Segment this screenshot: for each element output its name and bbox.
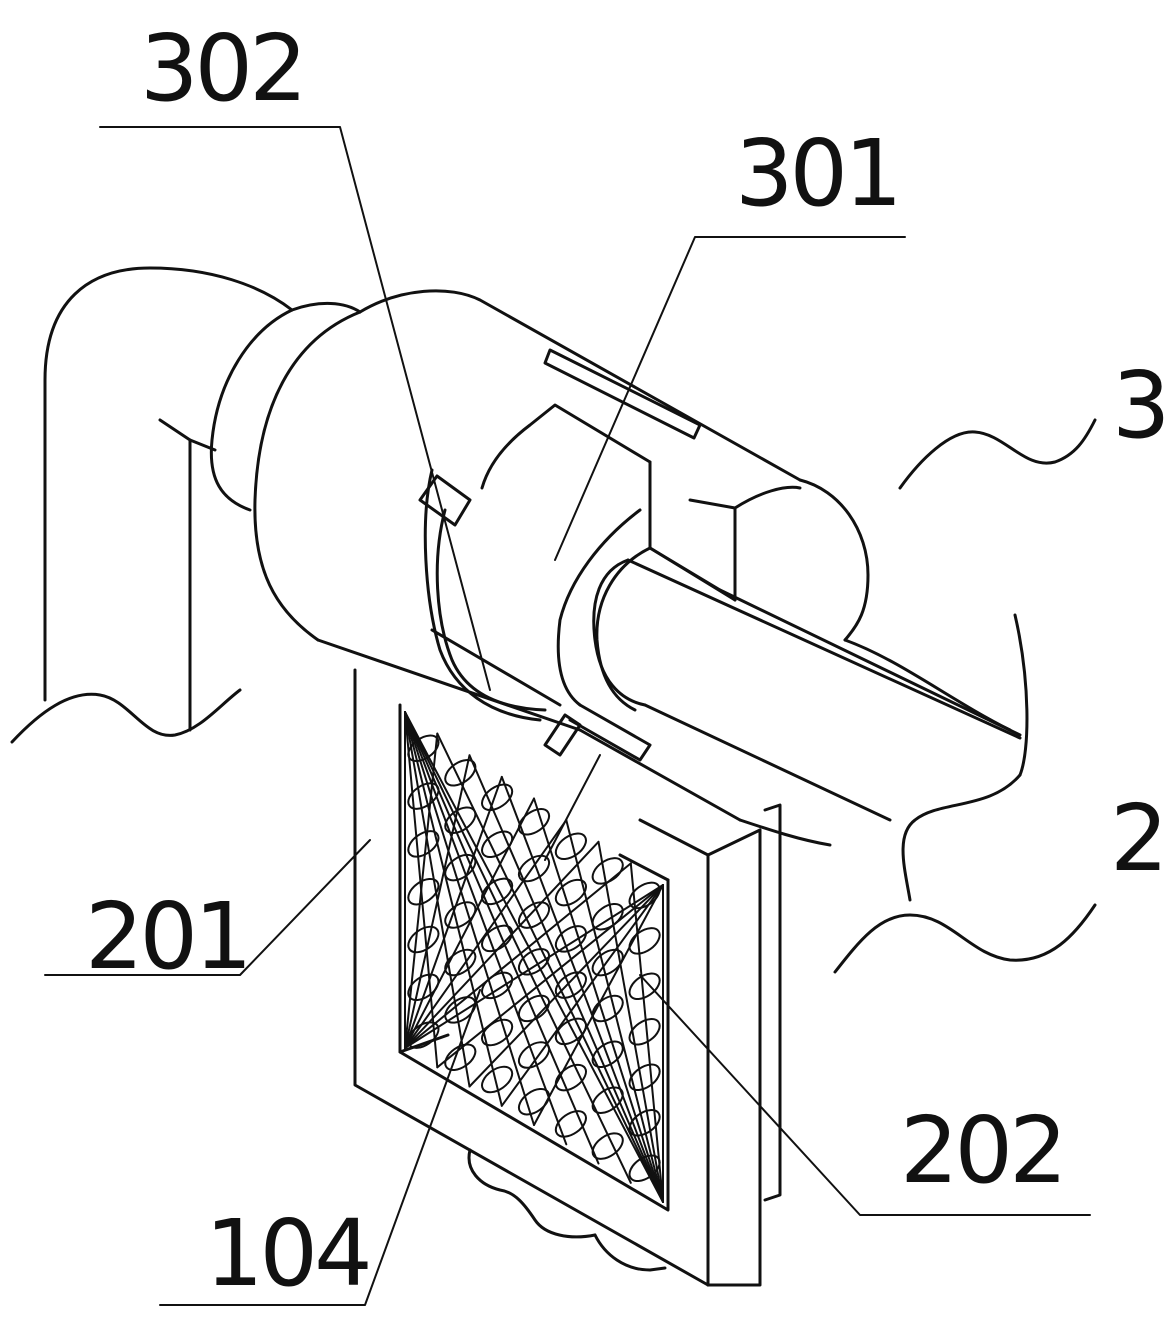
leader-104 xyxy=(159,989,481,1306)
mesh-strand xyxy=(500,884,664,1107)
cylinder-housing xyxy=(253,289,1022,847)
mesh-strand xyxy=(404,711,503,1107)
mesh-strand xyxy=(597,840,664,1203)
mesh-cell xyxy=(591,948,624,977)
leader-302 xyxy=(99,126,491,691)
mesh-cell xyxy=(481,1065,514,1094)
pipe-collar xyxy=(209,301,362,512)
mesh-cell xyxy=(554,832,587,861)
label-3: 3 xyxy=(1112,352,1167,459)
mesh-cell xyxy=(554,1063,587,1092)
leader-104b xyxy=(544,754,601,861)
mesh-strand xyxy=(500,775,664,1203)
mesh-strand xyxy=(404,884,664,1049)
bottom-rollers xyxy=(467,1148,667,1272)
mesh-cell xyxy=(591,1040,624,1069)
leader-301 xyxy=(554,236,906,561)
rod xyxy=(592,558,1029,822)
mesh-cell xyxy=(407,877,440,906)
mesh-strand xyxy=(404,711,535,1126)
mesh-strand xyxy=(404,711,568,1146)
mesh-strand xyxy=(565,819,664,1203)
mesh-cell xyxy=(591,1132,624,1160)
mesh-cell xyxy=(628,1018,661,1046)
leader-201 xyxy=(44,839,371,976)
mesh-cell xyxy=(444,759,477,787)
mesh-strand xyxy=(404,711,600,1165)
mesh-strand xyxy=(404,711,632,1184)
mesh-strand xyxy=(533,884,664,1126)
mesh-window xyxy=(398,703,670,1212)
label-302: 302 xyxy=(140,15,304,122)
slot-key xyxy=(418,474,652,762)
mesh-cell xyxy=(628,927,661,955)
label-2: 2 xyxy=(1110,785,1165,892)
label-301: 301 xyxy=(735,120,899,227)
mesh-cell xyxy=(554,878,587,907)
mesh-cell xyxy=(554,1110,587,1138)
mesh-strand xyxy=(404,711,471,1088)
mesh-strand xyxy=(436,732,664,1203)
octagon-cap xyxy=(423,403,737,722)
frame-plate xyxy=(353,668,782,1287)
mesh-cell xyxy=(554,925,587,953)
mesh-strand xyxy=(436,884,664,1069)
mesh-strand xyxy=(468,754,664,1203)
label-201: 201 xyxy=(85,883,249,990)
mesh-strand xyxy=(629,862,664,1203)
mesh-strand xyxy=(404,711,664,1203)
mesh-cell xyxy=(481,924,514,953)
break-lines xyxy=(833,418,1097,974)
mesh-strand xyxy=(404,862,632,1049)
label-202: 202 xyxy=(900,1097,1064,1204)
mesh-cell xyxy=(481,783,514,812)
leader-202 xyxy=(639,974,1091,1216)
mesh-lattice xyxy=(404,711,664,1203)
leader-lines xyxy=(44,126,1091,1306)
mesh-cell xyxy=(517,1087,551,1116)
mesh-cell xyxy=(407,925,440,954)
bent-pipe xyxy=(10,266,294,744)
mesh-cell xyxy=(517,808,551,836)
mesh-strand xyxy=(404,797,535,1049)
mesh-strand xyxy=(404,840,600,1049)
mesh-strand xyxy=(533,797,664,1203)
label-104: 104 xyxy=(205,1200,369,1307)
mesh-strand xyxy=(468,884,664,1088)
mesh-strand xyxy=(404,711,439,1069)
mesh-cell xyxy=(481,830,514,859)
mesh-cell xyxy=(628,972,661,1001)
